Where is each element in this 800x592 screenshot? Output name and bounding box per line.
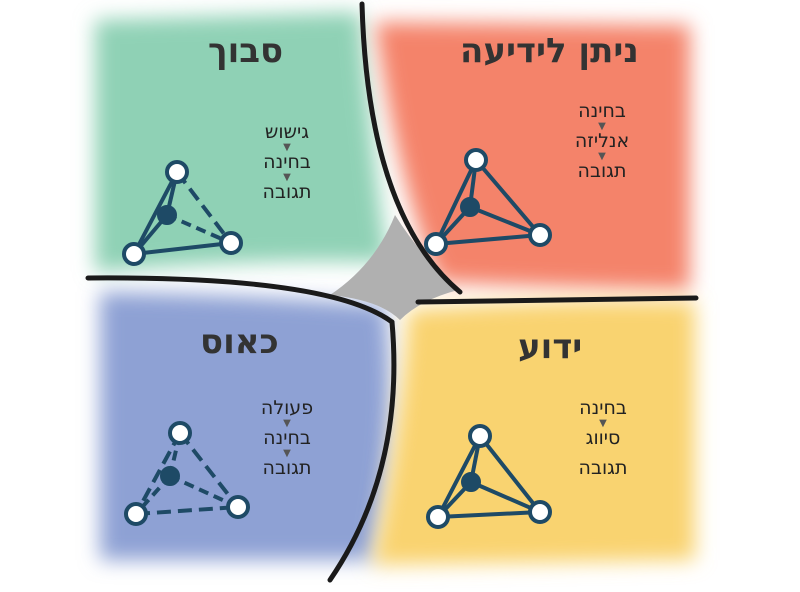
boundary-line-left	[85, 275, 395, 325]
down-arrow-icon: ▼	[283, 448, 291, 459]
complex-step-3: תגובה	[262, 181, 312, 203]
complex-step-1: גישוש	[264, 121, 310, 143]
complicated-step-2: אנליזה	[574, 130, 630, 152]
triangle-network-icon-complicated	[424, 148, 552, 256]
disorder-center	[330, 215, 458, 320]
clear-domain-title: ידוע	[518, 327, 583, 367]
chaotic-steps: פעולה ▼ בחינה ▼ תגובה	[232, 398, 342, 479]
boundary-line-right	[415, 295, 699, 305]
triangle-network-icon-clear	[426, 424, 552, 529]
triangle-network-icon-complex	[122, 160, 243, 266]
complicated-domain-title: ניתן לידיעה	[460, 31, 639, 71]
chaotic-step-1: פעולה	[260, 397, 314, 419]
complex-step-2: בחינה	[263, 151, 311, 173]
clear-steps: בחינה ▼ סיווג ▼ תגובה	[548, 398, 658, 479]
complicated-step-3: תגובה	[577, 160, 627, 182]
down-arrow-icon: ▼	[599, 418, 607, 429]
complex-steps: גישוש ▼ בחינה ▼ תגובה	[232, 122, 342, 203]
triangle-network-icon-chaotic	[124, 421, 250, 526]
clear-step-2: סיווג	[585, 427, 621, 449]
down-arrow-icon: ▼	[283, 172, 291, 183]
down-arrow-icon: ▼	[283, 418, 291, 429]
clear-step-3: תגובה	[578, 457, 628, 479]
complex-domain-title: סבוך	[208, 31, 284, 71]
boundary-line-bottom	[327, 319, 397, 583]
complicated-steps: בחינה ▼ אנליזה ▼ תגובה	[547, 101, 657, 182]
chaotic-domain-title: כאוס	[200, 322, 279, 362]
complicated-step-1: בחינה	[578, 100, 626, 122]
boundary-line-top	[359, 1, 463, 295]
chaotic-domain-area	[100, 292, 391, 560]
clear-step-1: בחינה	[579, 397, 627, 419]
chaotic-step-2: בחינה	[263, 427, 311, 449]
down-arrow-icon: ▼	[598, 121, 606, 132]
down-arrow-icon: ▼	[283, 142, 291, 153]
down-arrow-icon: ▼	[598, 151, 606, 162]
chaotic-step-3: תגובה	[262, 457, 312, 479]
